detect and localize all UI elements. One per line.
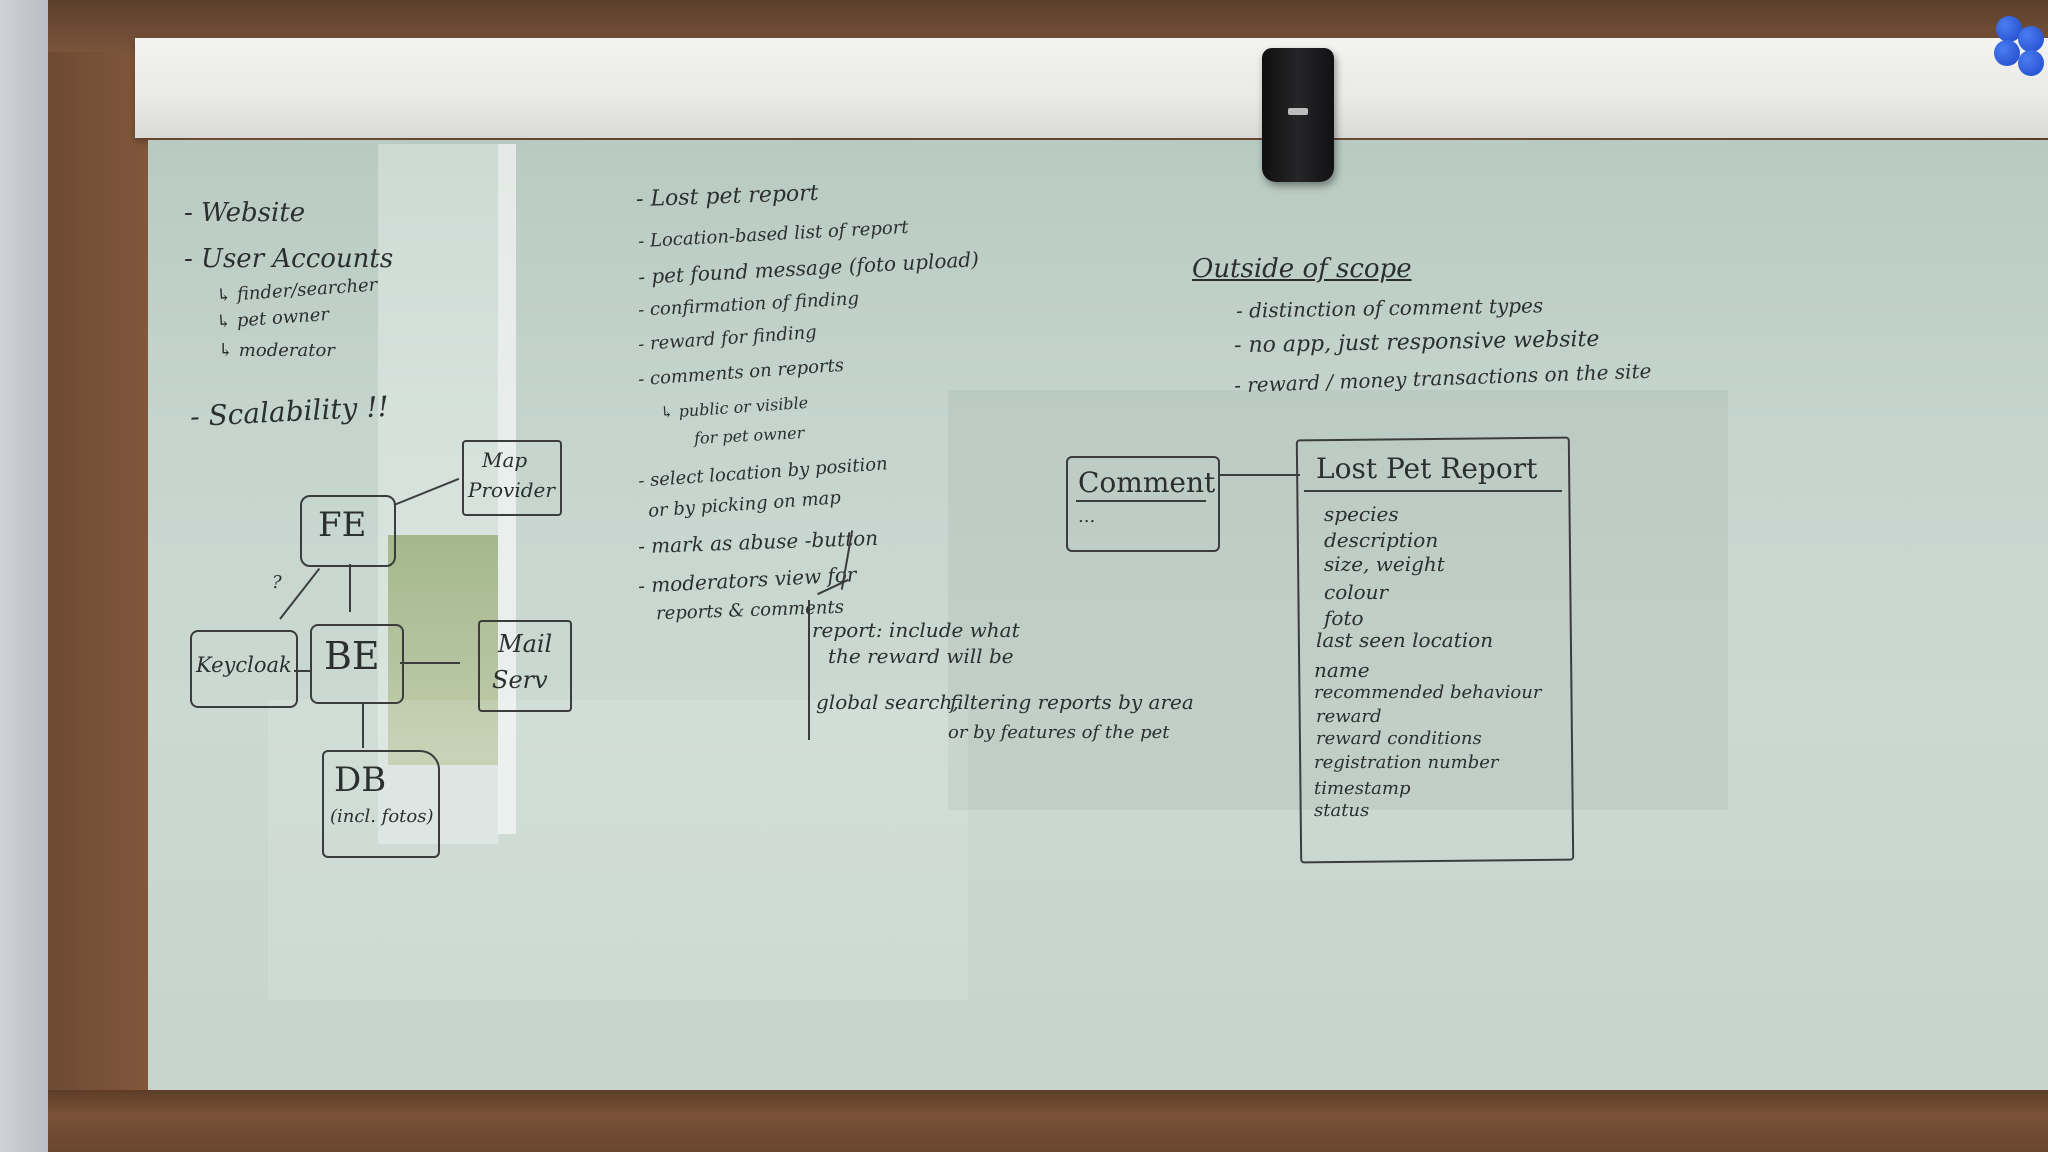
- lpr-title: Lost Pet Report: [1316, 452, 1538, 485]
- lpr-field: name: [1314, 658, 1370, 682]
- lpr-field: reward conditions: [1316, 728, 1482, 749]
- note-website: - Website: [184, 198, 306, 228]
- be-label: BE: [324, 634, 380, 678]
- frame-bottom: [48, 1090, 2048, 1152]
- mail-server-box: [478, 620, 572, 712]
- magnet-icon: [1994, 40, 2020, 66]
- comment-report-connector: [1218, 474, 1300, 476]
- req-item-5: - reward for finding: [637, 321, 818, 356]
- fe-be-connector: [349, 564, 351, 612]
- comment-dots: ...: [1078, 506, 1096, 527]
- note-global-search: global search,: [816, 690, 959, 714]
- db-box: [322, 750, 440, 858]
- scope-item-1: - distinction of comment types: [1235, 293, 1544, 323]
- lpr-field: description: [1324, 528, 1439, 552]
- question-mark: ?: [272, 572, 282, 593]
- lpr-field: species: [1324, 502, 1399, 526]
- note-moderator: ↳ moderator: [218, 340, 335, 361]
- window-frame-reflection: [498, 144, 516, 834]
- be-db-connector: [362, 702, 364, 748]
- magnet-icon: [2018, 26, 2044, 52]
- fe-label: FE: [318, 505, 367, 545]
- map-provider-line1: Map: [482, 448, 528, 472]
- req-item-6: - comments on reports: [637, 354, 845, 391]
- req-mark-abuse: - mark as abuse -button: [637, 525, 879, 559]
- note-user-accounts: - User Accounts: [184, 244, 394, 274]
- db-line1: DB: [334, 760, 387, 800]
- map-provider-line2: Provider: [468, 478, 555, 502]
- lpr-field: reward: [1316, 706, 1382, 727]
- scope-item-2: - no app, just responsive website: [1233, 326, 1600, 359]
- note-filtering-1: filtering reports by area: [950, 690, 1194, 714]
- keycloak-label: Keycloak: [196, 653, 292, 677]
- lpr-field: colour: [1324, 580, 1389, 604]
- keycloak-be-connector: [294, 670, 310, 672]
- note-scalability: - Scalability !!: [189, 389, 390, 434]
- magnet-icon: [2018, 50, 2044, 76]
- magnet-cluster: [1988, 10, 2048, 80]
- req-item-1: - Lost pet report: [635, 180, 819, 213]
- lpr-field: recommended behaviour: [1314, 682, 1542, 703]
- note-pet-owner: ↳ pet owner: [215, 304, 330, 333]
- comment-entity-box: [1066, 456, 1220, 552]
- req-select-location-1: - select location by position: [637, 453, 889, 492]
- wall: [0, 0, 50, 1152]
- board-clip: [1262, 48, 1334, 182]
- keycloak-box: [190, 630, 298, 708]
- req-public-visible: ↳ public or visible: [659, 392, 809, 423]
- lpr-field: size, weight: [1324, 552, 1445, 576]
- db-line2: (incl. fotos): [330, 806, 434, 827]
- be-box: [310, 624, 404, 704]
- magnet-icon: [1996, 16, 2022, 42]
- req-item-2: - Location-based list of report: [637, 216, 910, 253]
- comment-title: Comment: [1078, 466, 1216, 499]
- lpr-field: registration number: [1314, 752, 1499, 773]
- note-finder: ↳ finder/searcher: [215, 274, 378, 307]
- note-report-1: report: include what: [812, 618, 1020, 642]
- note-report-2: the reward will be: [828, 644, 1014, 668]
- whiteboard: - Website - User Accounts ↳ finder/searc…: [148, 140, 2048, 1090]
- lpr-field: timestamp: [1314, 778, 1411, 799]
- note-filtering-2: or by features of the pet: [948, 722, 1170, 743]
- bracket-bottom: [808, 600, 810, 740]
- lpr-field: status: [1314, 800, 1370, 821]
- clip-label: [1288, 108, 1308, 115]
- map-provider-box: [462, 440, 562, 516]
- scope-title: Outside of scope: [1192, 254, 1412, 284]
- mail-line2: Serv: [492, 666, 548, 694]
- marker-rail: [135, 38, 2048, 138]
- lpr-field: last seen location: [1316, 628, 1494, 652]
- fe-box: [300, 495, 396, 567]
- lpr-divider: [1304, 490, 1562, 492]
- req-item-4: - confirmation of finding: [637, 288, 860, 321]
- req-for-pet-owner: for pet owner: [693, 423, 805, 448]
- room-reflection: [948, 390, 1728, 810]
- mail-line1: Mail: [498, 630, 553, 658]
- req-moderators-1: - moderators view for: [637, 562, 857, 598]
- req-item-3: - pet found message (foto upload): [637, 247, 980, 289]
- lpr-field: foto: [1324, 606, 1364, 630]
- req-select-location-2: or by picking on map: [647, 487, 842, 522]
- be-mail-connector: [400, 662, 460, 664]
- comment-divider: [1076, 500, 1206, 502]
- fe-keycloak-connector: [279, 567, 321, 620]
